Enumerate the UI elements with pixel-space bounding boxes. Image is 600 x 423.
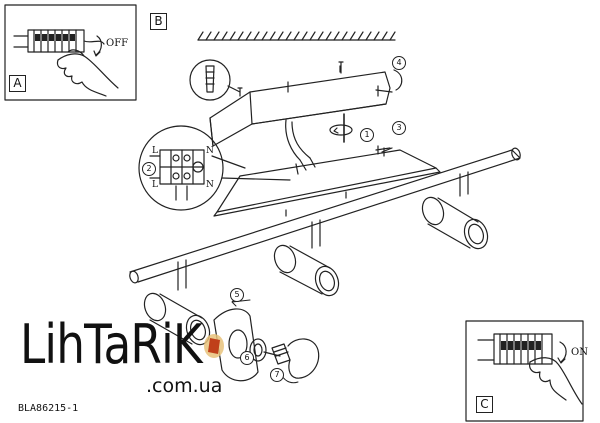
spot-right [421,196,489,250]
panel-label-b: B [150,13,167,30]
bracket-screw [375,145,391,155]
step-marker-1: 1 [360,128,374,142]
shade-exploded [213,308,281,382]
terminal-label-l-bottom: L [152,180,158,190]
panel-c-frame [465,320,584,422]
panel-a-frame [4,4,137,101]
terminal-label-l-top: L [152,146,158,156]
switch-on-label: ON [571,347,588,358]
terminal-label-n-top: N [206,146,214,156]
step-marker-3: 3 [392,121,406,135]
model-code: BLA86215-1 [18,403,79,414]
spot-left [143,292,211,346]
step-marker-4: 4 [392,56,406,70]
panel-label-c: C [476,396,493,413]
step-marker-5: 5 [230,288,244,302]
switch-off-label: OFF [106,38,129,49]
step-marker-2: 2 [142,162,156,176]
side-screw [375,69,403,97]
lamp-glow [204,334,224,358]
breaker-off-illustration [13,29,119,97]
spot-middle [273,244,340,297]
step-marker-7: 7 [270,368,284,382]
bulb [271,338,320,379]
brand-logo: LihTaRiK [20,313,203,376]
base-plate [211,147,441,217]
mounting-bracket [209,61,391,175]
breaker-on-illustration [477,333,583,405]
ceiling-hatch [197,31,396,41]
brand-domain: .com.ua [146,375,223,397]
panel-label-a: A [9,75,26,92]
terminal-label-n-bottom: N [206,180,214,190]
terminal-block-callout [138,125,291,211]
dowel-callout [189,59,241,101]
step-marker-6: 6 [240,351,254,365]
lamp-bar [129,147,521,284]
